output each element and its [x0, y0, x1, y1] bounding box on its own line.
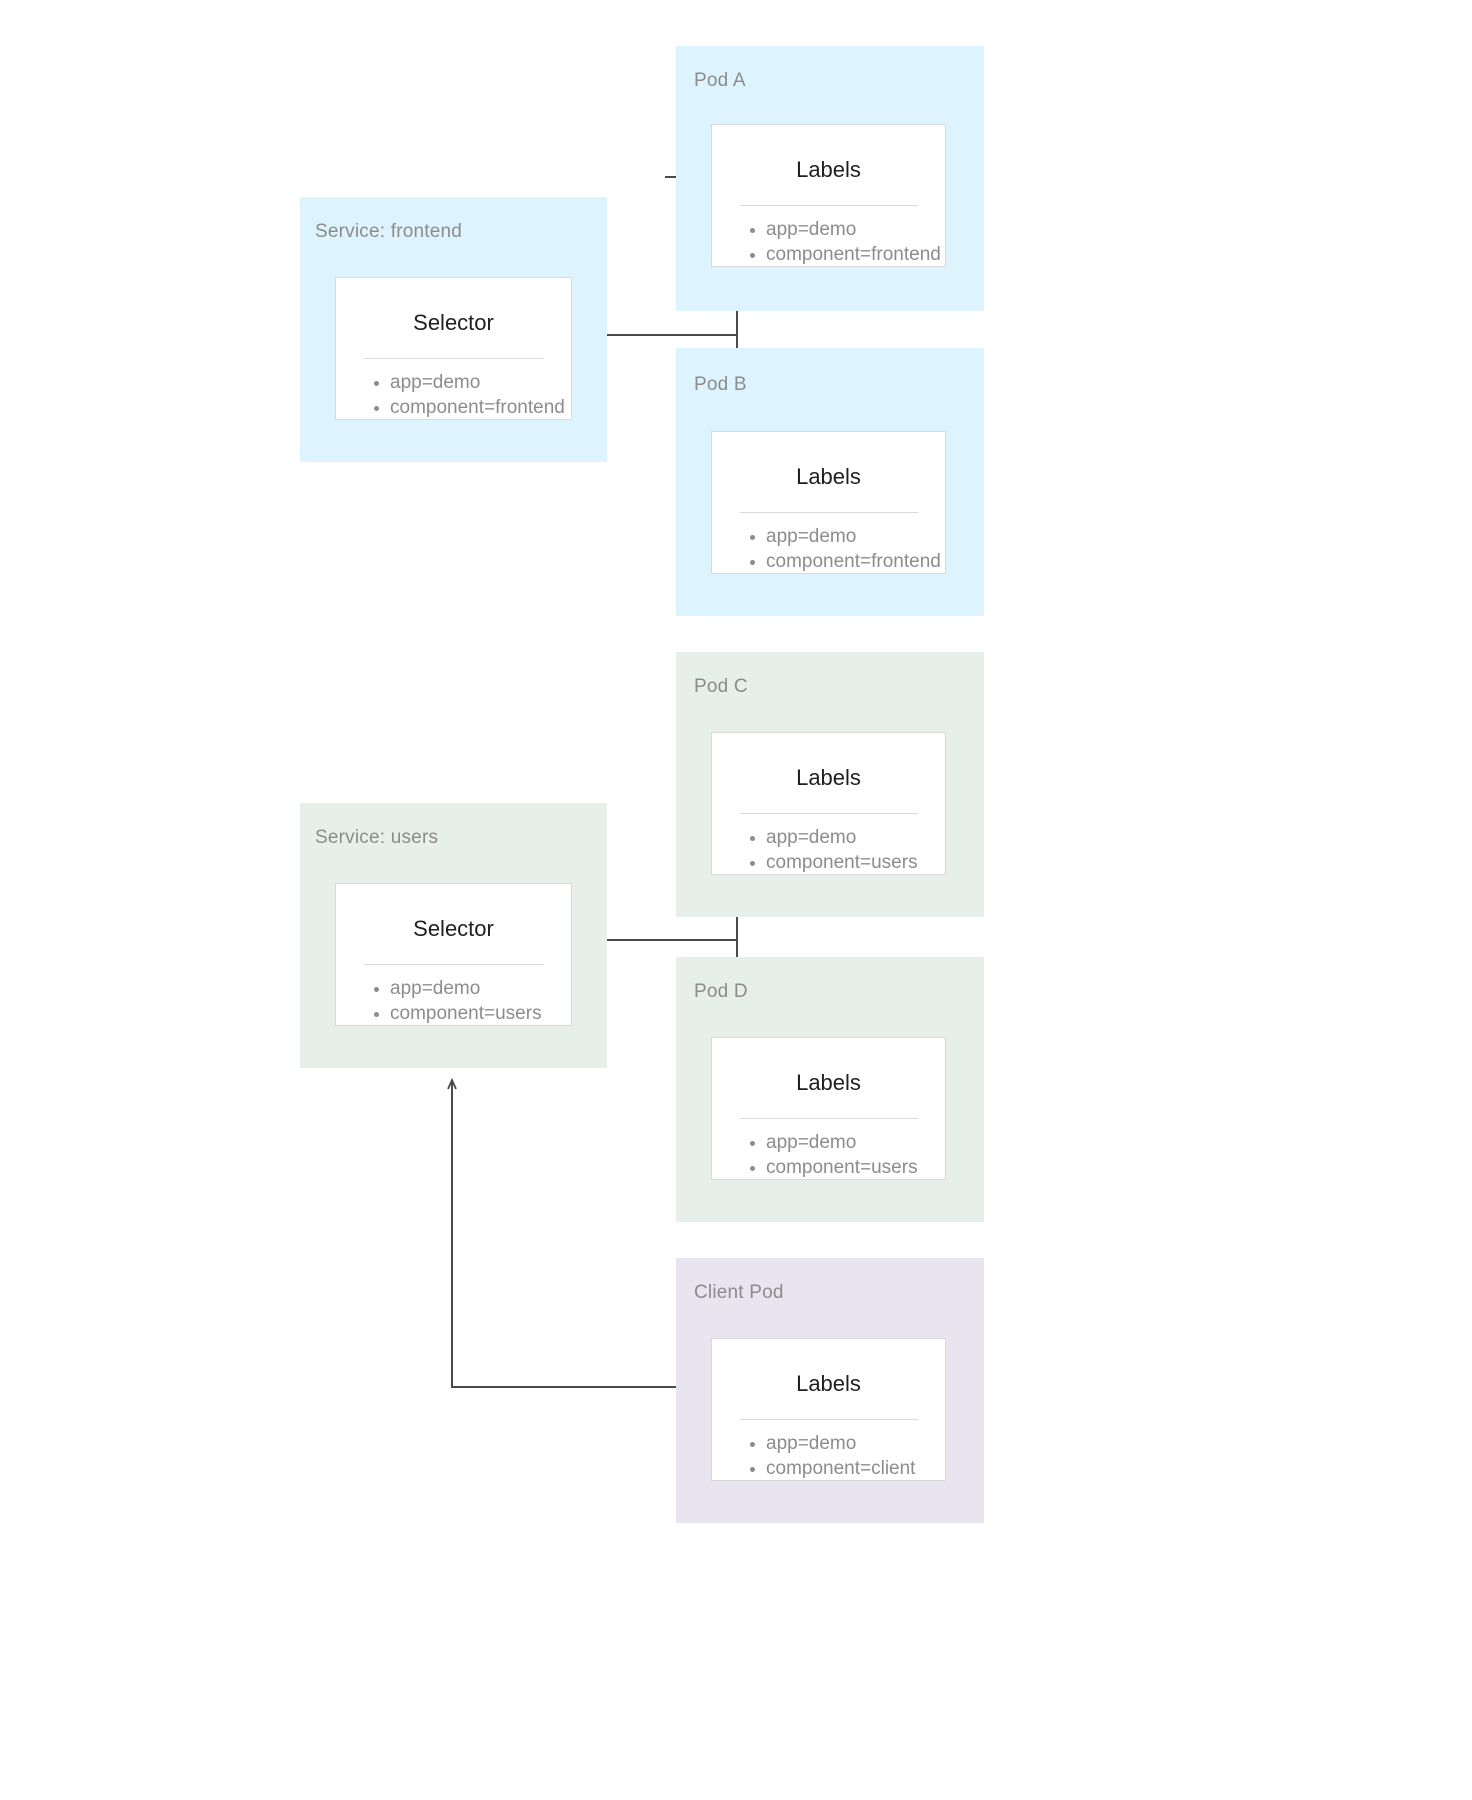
list-item: app=demo — [750, 1431, 915, 1456]
selector-items-users: app=demo component=users — [374, 976, 542, 1026]
service-frontend-selector-card: Selector app=demo component=frontend — [335, 277, 572, 420]
label-items-pod-c: app=demo component=users — [750, 825, 918, 875]
pod-b-labels-card: Labels app=demo component=frontend — [711, 431, 946, 574]
list-item: app=demo — [750, 524, 941, 549]
service-group-frontend: Service: frontend Selector app=demo comp… — [300, 197, 607, 462]
label-items-pod-a: app=demo component=frontend — [750, 217, 941, 267]
labels-card-title: Labels — [796, 765, 861, 790]
labels-card-title: Labels — [796, 464, 861, 489]
service-frontend-title: Service: frontend — [315, 221, 463, 242]
connector-client-to-users — [452, 1080, 676, 1388]
card-divider — [364, 358, 544, 359]
list-item: component=frontend — [750, 549, 941, 574]
pod-a-title: Pod A — [694, 70, 746, 91]
pod-group-pod-d: Pod D Labels app=demo component=users — [676, 957, 984, 1222]
card-divider — [740, 1419, 918, 1420]
list-item: app=demo — [750, 217, 941, 242]
labels-card-title: Labels — [796, 1070, 861, 1095]
list-item: app=demo — [374, 976, 542, 1001]
label-items-pod-b: app=demo component=frontend — [750, 524, 941, 574]
client-pod-title: Client Pod — [694, 1282, 784, 1303]
pod-group-client-pod: Client Pod Labels app=demo component=cli… — [676, 1258, 984, 1523]
pod-group-pod-c: Pod C Labels app=demo component=users — [676, 652, 984, 917]
labels-card-title: Labels — [796, 157, 861, 182]
list-item: component=frontend — [750, 242, 941, 267]
card-divider — [740, 205, 918, 206]
card-divider — [740, 1118, 918, 1119]
label-items-pod-d: app=demo component=users — [750, 1130, 918, 1180]
selector-card-title: Selector — [413, 916, 494, 941]
list-item: component=users — [750, 1155, 918, 1180]
list-item: component=users — [374, 1001, 542, 1026]
selector-card-title: Selector — [413, 310, 494, 335]
labels-card-title: Labels — [796, 1371, 861, 1396]
list-item: app=demo — [750, 825, 918, 850]
service-users-title: Service: users — [315, 827, 439, 848]
label-items-client-pod: app=demo component=client — [750, 1431, 915, 1481]
service-users-selector-card: Selector app=demo component=users — [335, 883, 572, 1026]
list-item: app=demo — [750, 1130, 918, 1155]
pod-d-labels-card: Labels app=demo component=users — [711, 1037, 946, 1180]
client-pod-labels-card: Labels app=demo component=client — [711, 1338, 946, 1481]
pod-c-title: Pod C — [694, 676, 748, 697]
pod-d-title: Pod D — [694, 981, 748, 1002]
list-item: component=users — [750, 850, 918, 875]
pod-a-labels-card: Labels app=demo component=frontend — [711, 124, 946, 267]
pod-c-labels-card: Labels app=demo component=users — [711, 732, 946, 875]
card-divider — [740, 512, 918, 513]
selector-items-frontend: app=demo component=frontend — [374, 370, 565, 420]
pod-b-title: Pod B — [694, 374, 747, 395]
card-divider — [364, 964, 544, 965]
list-item: component=frontend — [374, 395, 565, 420]
pod-group-pod-b: Pod B Labels app=demo component=frontend — [676, 348, 984, 616]
list-item: app=demo — [374, 370, 565, 395]
card-divider — [740, 813, 918, 814]
service-group-users: Service: users Selector app=demo compone… — [300, 803, 607, 1068]
list-item: component=client — [750, 1456, 915, 1481]
pod-group-pod-a: Pod A Labels app=demo component=frontend — [676, 46, 984, 311]
